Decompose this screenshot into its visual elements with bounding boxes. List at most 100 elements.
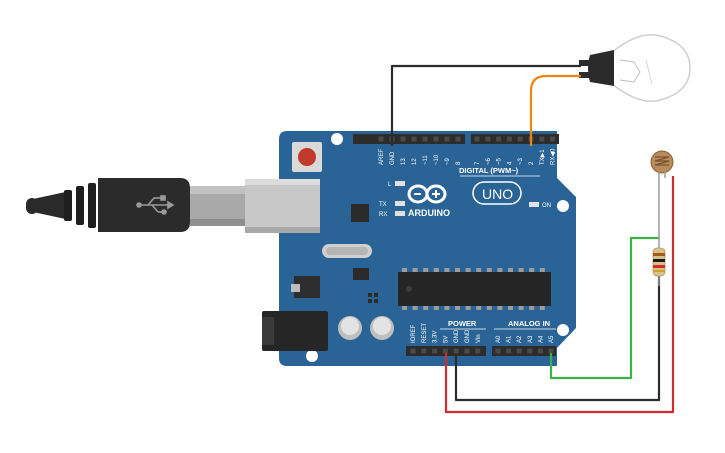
header-hole <box>464 348 470 354</box>
header-hole <box>548 348 554 354</box>
digital-section-label: DIGITAL (PWM~) <box>459 166 519 175</box>
wire-analog-a5[interactable] <box>549 236 659 380</box>
power-section-label: POWER <box>448 319 477 328</box>
pin-label: ~6 <box>486 157 492 165</box>
header-hole <box>496 136 502 142</box>
header-hole <box>537 348 543 354</box>
mcu-pin <box>455 306 460 310</box>
bottom-pin-labels: IOREF RESET 3.3V 5V GND GND Vin A0 A1 A2 A3 A4 A5 <box>411 323 555 343</box>
header-hole <box>517 136 523 142</box>
resistor-band <box>653 270 665 272</box>
ldr-pattern <box>654 156 670 166</box>
bulb-filament <box>619 59 641 83</box>
pin-label: 2 <box>529 161 535 165</box>
pin-label: A5 <box>549 335 555 343</box>
mcu-pin <box>402 268 407 272</box>
mcu-notch <box>406 286 412 292</box>
header-hole <box>506 136 512 142</box>
header-hole <box>410 348 416 354</box>
usb-cable[interactable] <box>26 178 245 232</box>
uno-badge <box>472 181 522 205</box>
pin-label: A0 <box>496 335 502 343</box>
header-hole <box>506 348 512 354</box>
led-tx-label: TX <box>379 202 387 208</box>
wire-5v[interactable] <box>444 176 675 414</box>
mcu-pins-top <box>402 268 545 272</box>
mcu-pin <box>518 306 524 310</box>
photoresistor[interactable] <box>650 150 674 240</box>
bulb-filament <box>645 59 653 85</box>
mcu-pin <box>444 306 450 310</box>
mcu-pin <box>444 268 450 272</box>
pin-label: 13 <box>401 158 407 165</box>
usb-connector-highlight <box>190 186 245 194</box>
header-hole <box>550 136 556 142</box>
mounting-hole <box>331 133 343 145</box>
pin-label: IOREF <box>411 324 417 343</box>
arduino-brand-label: ARDUINO <box>408 208 450 218</box>
reset-button[interactable] <box>298 148 316 166</box>
capacitor-top <box>341 317 359 335</box>
usb-cable-ring <box>64 190 72 221</box>
ldr-disc <box>650 150 674 174</box>
pin-label: TX▶1 <box>540 149 546 165</box>
mcu-pin <box>465 268 471 272</box>
header-hole <box>444 136 450 142</box>
mcu-pin <box>476 306 482 310</box>
pin-label: 4 <box>507 161 513 165</box>
led-l <box>395 181 405 186</box>
header-hole <box>453 348 459 354</box>
pin-label: A2 <box>517 335 523 343</box>
pin-label: 7 <box>475 161 481 165</box>
usb-interface-chip <box>351 204 369 222</box>
resistor-band <box>653 259 665 262</box>
pin-label: GND <box>454 329 460 343</box>
mcu-pin <box>433 306 439 310</box>
light-bulb[interactable] <box>579 34 691 102</box>
mcu-pin <box>529 306 535 310</box>
mcu-pin <box>412 306 418 310</box>
pin-label: 5V <box>443 336 449 343</box>
mcu-pin <box>423 268 429 272</box>
mcu-pin <box>529 268 535 272</box>
pin-label: Vin <box>476 334 482 343</box>
led-on <box>529 202 539 207</box>
mcu-pin <box>486 306 492 310</box>
header-hole <box>432 348 438 354</box>
atmega-microcontroller <box>398 272 551 306</box>
mcu-pin <box>423 306 429 310</box>
bulb-glass <box>611 34 691 102</box>
usb-jack-bottom <box>245 227 320 233</box>
mcu-pin <box>508 268 513 272</box>
pin-label: 12 <box>412 158 418 165</box>
digital-header-left <box>353 134 465 144</box>
wire-pin2-to-bulb[interactable] <box>529 74 581 146</box>
header-hole <box>474 136 480 142</box>
wire-gnd-to-bulb[interactable] <box>390 64 581 146</box>
dc-jack-front <box>262 317 274 345</box>
resistor[interactable] <box>652 240 666 286</box>
led-l-label: L <box>388 182 392 188</box>
capacitor-top <box>373 317 391 335</box>
header-hole <box>400 136 406 142</box>
pin-label: GND <box>465 329 471 343</box>
analog-header <box>492 346 556 356</box>
pin-label: A3 <box>528 335 534 343</box>
pin-label: ~3 <box>518 157 524 165</box>
wire-ground[interactable] <box>454 272 661 402</box>
led-on-label: ON <box>542 203 551 209</box>
pin-label: A1 <box>507 335 513 343</box>
mcu-pin <box>476 268 482 272</box>
header-hole <box>421 348 427 354</box>
pin-label: RESET <box>422 323 428 343</box>
mcu-pin <box>539 268 545 272</box>
usb-cable-ring <box>88 183 96 228</box>
resistor-band <box>653 253 665 256</box>
usb-cable-ring <box>76 186 84 225</box>
pin-label: 8 <box>456 161 462 165</box>
pin-label: A4 <box>538 335 544 343</box>
regulator-tab <box>291 284 300 292</box>
pin-label: 3.3V <box>433 331 439 343</box>
wires[interactable] <box>390 64 675 414</box>
